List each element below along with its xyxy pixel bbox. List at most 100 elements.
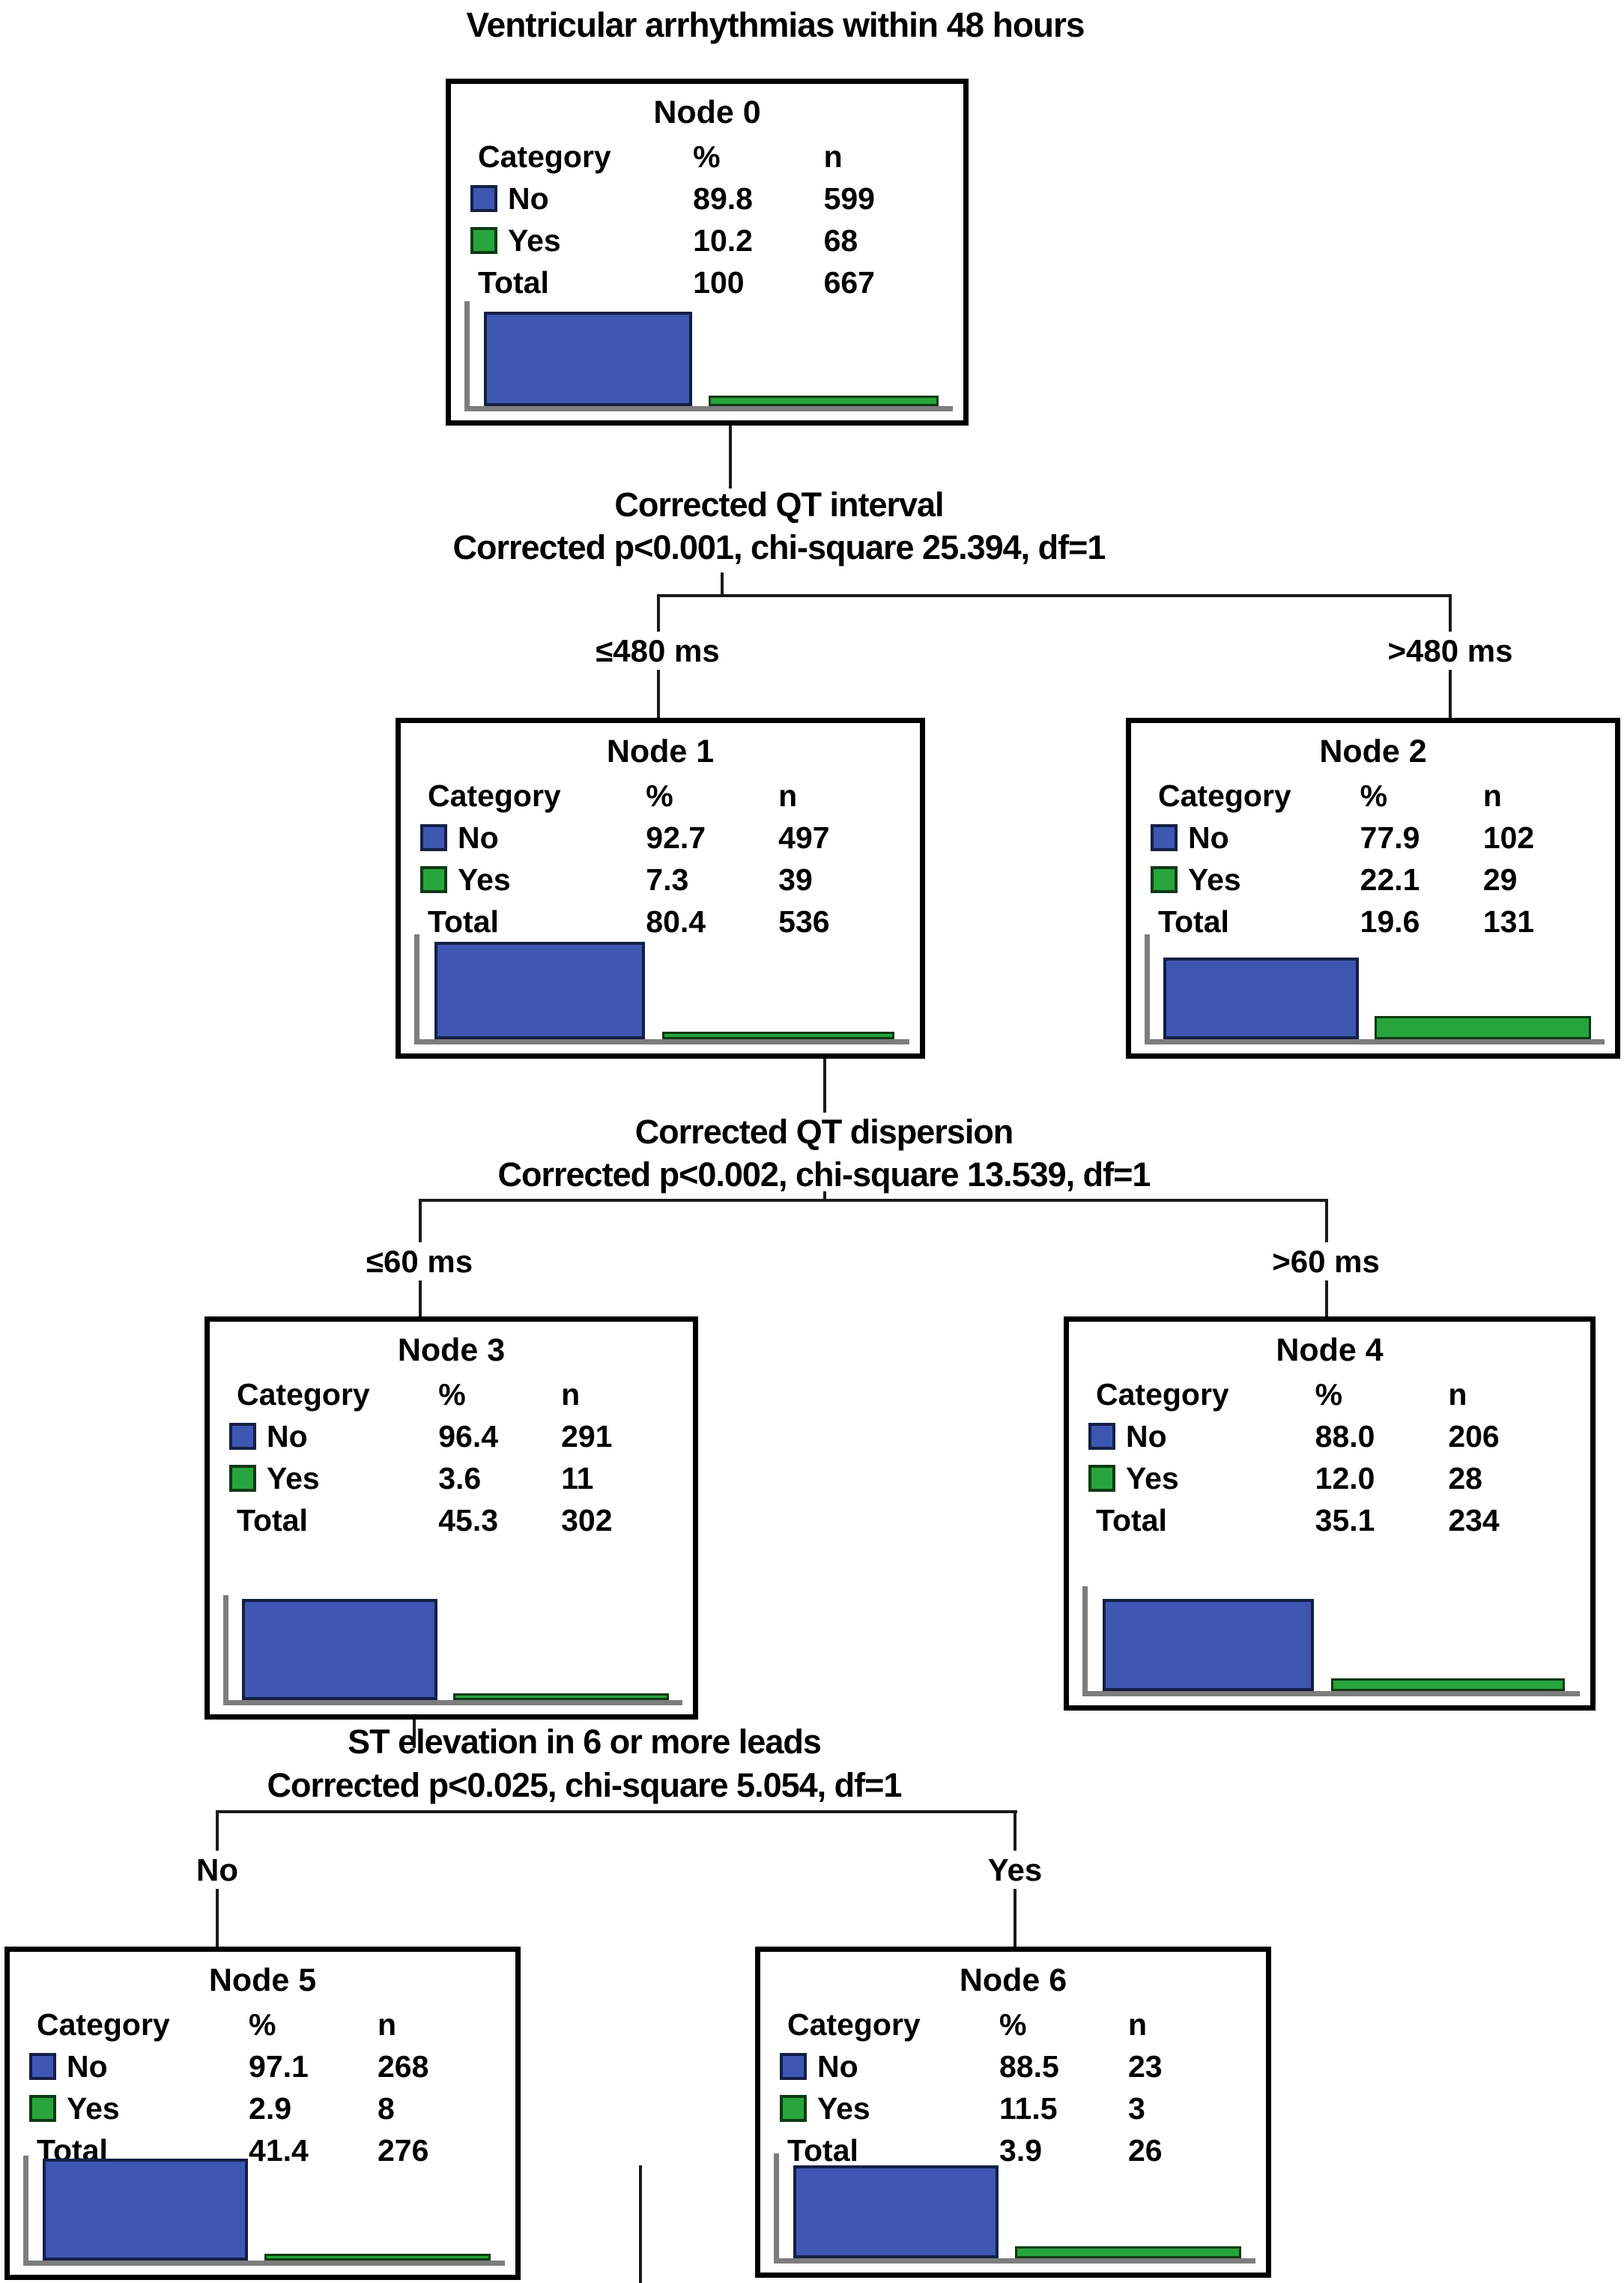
table-row-yes: Yes 2.9 8 xyxy=(29,2087,506,2129)
header-category: Category xyxy=(478,139,611,174)
total-pct: 45.3 xyxy=(438,1502,499,1537)
table-row-yes: Yes 10.2 68 xyxy=(470,220,954,261)
node-bar-chart xyxy=(1145,934,1605,1044)
header-category: Category xyxy=(37,2007,170,2042)
header-pct: % xyxy=(1360,778,1388,813)
branch-label-le480: ≤480 ms xyxy=(527,632,789,670)
no-pct: 77.9 xyxy=(1360,820,1420,855)
no-legend-swatch xyxy=(780,2053,807,2080)
tree-node: Node 1 Category % n No 92.7 497 Yes 7.3 … xyxy=(396,718,925,1059)
tree-node: Node 4 Category % n No 88.0 206 Yes 12.0… xyxy=(1064,1316,1596,1711)
table-row-total: Total 19.6 131 xyxy=(1151,901,1606,943)
tree-node: Node 3 Category % n No 96.4 291 Yes 3.6 … xyxy=(204,1316,698,1720)
no-legend-swatch xyxy=(229,1423,256,1450)
table-header-row: Category % n xyxy=(29,2004,506,2045)
node-table: Category % n No 77.9 102 Yes 22.1 29 Tot… xyxy=(1131,775,1615,943)
table-row-no: No 88.5 23 xyxy=(780,2045,1257,2087)
total-label: Total xyxy=(1158,904,1229,939)
table-row-no: No 77.9 102 xyxy=(1151,817,1606,859)
node-bar-chart xyxy=(464,301,953,411)
yes-count: 28 xyxy=(1448,1460,1482,1496)
no-count: 599 xyxy=(823,181,875,216)
bar-no xyxy=(1163,957,1360,1039)
table-row-total: Total 3.9 26 xyxy=(780,2129,1257,2171)
split-2-stats: Corrected p<0.002, chi-square 13.539, df… xyxy=(497,1155,1151,1194)
yes-label: Yes xyxy=(817,2090,870,2126)
branch-label-gt480: >480 ms xyxy=(1319,632,1581,670)
total-count: 276 xyxy=(378,2132,429,2168)
yes-legend-swatch xyxy=(229,1465,256,1492)
header-pct: % xyxy=(646,778,673,813)
total-count: 131 xyxy=(1482,904,1535,939)
bar-no xyxy=(1102,1598,1315,1691)
branch-label-gt60: >60 ms xyxy=(1195,1242,1457,1280)
total-pct: 41.4 xyxy=(249,2132,309,2168)
total-count: 302 xyxy=(561,1502,613,1537)
connector-rail-level3 xyxy=(216,1810,1017,1813)
total-pct: 3.9 xyxy=(999,2132,1043,2168)
yes-pct: 22.1 xyxy=(1360,862,1420,897)
no-count: 102 xyxy=(1482,820,1535,855)
split-2-variable: Corrected QT dispersion xyxy=(634,1113,1014,1151)
header-n: n xyxy=(823,139,843,174)
total-pct: 80.4 xyxy=(646,904,706,939)
yes-count: 29 xyxy=(1482,862,1518,897)
figure-title: Ventricular arrhythmias within 48 hours xyxy=(466,5,1085,44)
connector-stub-split2 xyxy=(823,1191,826,1200)
branch-label-yes: Yes xyxy=(921,1851,1109,1889)
header-category: Category xyxy=(237,1376,370,1412)
total-count: 234 xyxy=(1448,1502,1500,1537)
no-pct: 89.8 xyxy=(693,181,753,216)
total-label: Total xyxy=(1096,1502,1167,1537)
yes-pct: 11.5 xyxy=(999,2090,1058,2126)
connector-stub-node0 xyxy=(729,426,732,489)
table-header-row: Category % n xyxy=(780,2004,1257,2045)
yes-label: Yes xyxy=(1188,862,1241,897)
total-count: 26 xyxy=(1128,2132,1163,2168)
yes-pct: 3.6 xyxy=(438,1460,482,1496)
no-count: 268 xyxy=(378,2048,429,2084)
node-bar-chart xyxy=(1082,1586,1580,1696)
connector-stub-node3 xyxy=(413,1720,416,1748)
table-row-yes: Yes 3.6 11 xyxy=(229,1457,684,1499)
total-pct: 35.1 xyxy=(1315,1502,1375,1537)
node-title: Node 2 xyxy=(1319,734,1427,769)
table-row-total: Total 35.1 234 xyxy=(1088,1499,1581,1541)
split-1-stats: Corrected p<0.001, chi-square 25.394, df… xyxy=(452,528,1106,566)
bar-yes xyxy=(1375,1016,1591,1039)
no-label: No xyxy=(1126,1418,1167,1454)
split-1-text: Corrected QT interval Corrected p<0.001,… xyxy=(255,483,1303,569)
split-3-variable: ST elevation in 6 or more leads xyxy=(348,1723,822,1761)
tree-node: Node 2 Category % n No 77.9 102 Yes 22.1… xyxy=(1126,718,1620,1059)
bar-no xyxy=(793,2165,999,2258)
yes-legend-swatch xyxy=(420,866,447,893)
no-label: No xyxy=(67,2048,108,2084)
yes-legend-swatch xyxy=(1088,1465,1115,1492)
node-table: Category % n No 97.1 268 Yes 2.9 8 Total… xyxy=(10,2004,515,2171)
no-legend-swatch xyxy=(1151,824,1178,851)
header-pct: % xyxy=(693,139,721,174)
bar-yes xyxy=(452,1693,669,1700)
branch-label-no: No xyxy=(124,1851,311,1889)
header-pct: % xyxy=(438,1376,466,1412)
node-bar-chart xyxy=(23,2156,505,2266)
header-category: Category xyxy=(1096,1376,1229,1412)
node-table: Category % n No 88.5 23 Yes 11.5 3 Total… xyxy=(760,2004,1266,2171)
node-bar-chart xyxy=(414,934,909,1044)
yes-count: 11 xyxy=(561,1460,594,1496)
total-count: 667 xyxy=(823,264,875,300)
node-title: Node 4 xyxy=(1276,1332,1384,1368)
bar-no xyxy=(43,2159,248,2261)
table-row-yes: Yes 22.1 29 xyxy=(1151,859,1606,901)
node-title: Node 3 xyxy=(397,1332,506,1368)
no-pct: 88.5 xyxy=(999,2048,1059,2084)
no-label: No xyxy=(817,2048,858,2084)
yes-label: Yes xyxy=(67,2090,120,2126)
header-n: n xyxy=(778,778,798,813)
yes-legend-swatch xyxy=(470,227,497,254)
split-2-text: Corrected QT dispersion Corrected p<0.00… xyxy=(300,1110,1348,1196)
yes-pct: 2.9 xyxy=(249,2090,292,2126)
connector-rail-level2 xyxy=(419,1199,1328,1202)
no-pct: 97.1 xyxy=(249,2048,309,2084)
